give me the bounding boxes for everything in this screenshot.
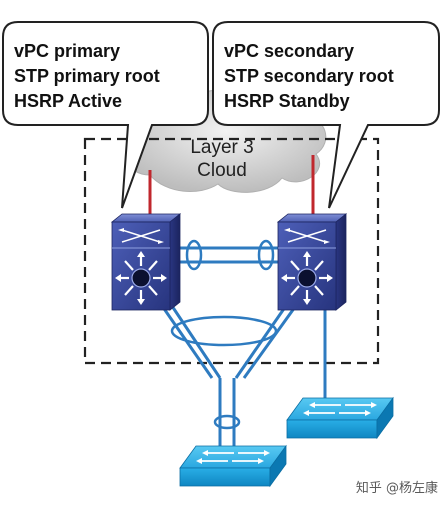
callout-secondary-line3: HSRP Standby xyxy=(224,91,350,111)
cloud-label-line2: Cloud xyxy=(197,160,247,181)
workgroup-switch-icon[interactable] xyxy=(179,444,287,488)
callout-primary-line1: vPC primary xyxy=(14,41,120,61)
watermark-text: 知乎 @杨左康 xyxy=(356,480,438,496)
vpc-member-links xyxy=(156,299,327,450)
callout-secondary-line1: vPC secondary xyxy=(224,41,354,61)
nexus-multilayer-switch-icon[interactable] xyxy=(110,213,182,311)
callout-secondary-line2: STP secondary root xyxy=(224,66,394,86)
workgroup-switch-icon[interactable] xyxy=(286,396,394,440)
access-bundle-ring xyxy=(213,414,241,430)
cloud-label-line1: Layer 3 xyxy=(190,137,253,158)
callout-primary-line2: STP primary root xyxy=(14,66,160,86)
vpc-bundle-ring xyxy=(170,315,278,347)
callout-primary: vPC primary STP primary root HSRP Active xyxy=(2,21,209,209)
vpc-domain-boundary xyxy=(83,137,380,365)
callout-secondary: vPC secondary STP secondary root HSRP St… xyxy=(212,21,440,209)
nexus-multilayer-switch-icon[interactable] xyxy=(276,213,348,311)
vpc-peer-link xyxy=(178,239,282,271)
callout-primary-line3: HSRP Active xyxy=(14,91,122,111)
